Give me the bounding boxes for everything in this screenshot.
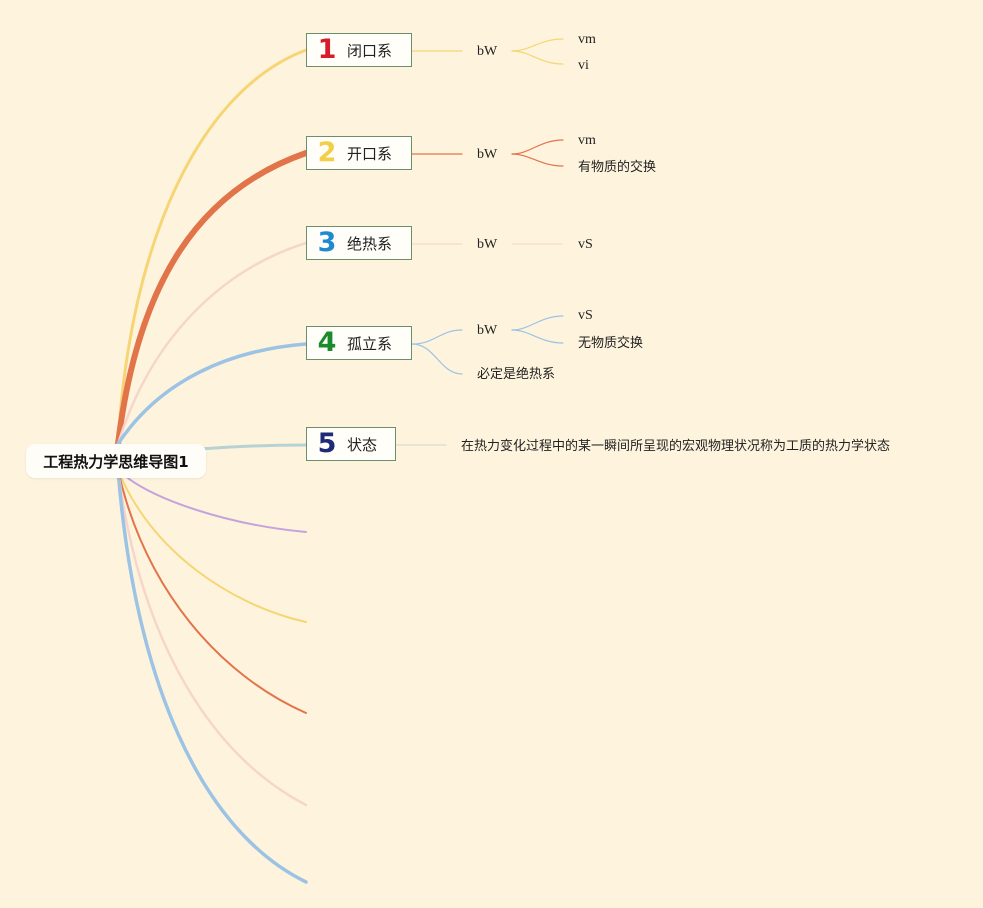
empty-branch-link [117, 469, 307, 623]
branch-node-5[interactable]: 5 状态 [306, 427, 396, 461]
branch-link-2 [115, 150, 309, 447]
leaf-node[interactable]: vS [578, 237, 593, 252]
branch-number-1: 1 [317, 34, 337, 65]
branch-node-1[interactable]: 1 闭口系 [306, 33, 412, 67]
subnode[interactable]: 必定是绝热系 [477, 367, 556, 382]
empty-branch-link [116, 468, 308, 807]
empty-branch-link [117, 469, 307, 714]
branch-label-5: 状态 [347, 435, 378, 454]
branch-link-4 [116, 342, 308, 446]
leaf-node[interactable]: 无物质交换 [578, 336, 644, 351]
branch-node-4[interactable]: 4 孤立系 [306, 326, 412, 360]
branch-number-2: 2 [317, 137, 337, 168]
branch-label-4: 孤立系 [347, 334, 393, 353]
subnode-definition[interactable]: 在热力变化过程中的某一瞬间所呈现的宏观物理状况称为工质的热力学状态 [461, 439, 891, 454]
subnode-bw[interactable]: bW [477, 323, 498, 338]
leaf-link [511, 50, 564, 65]
branch-link-3 [116, 241, 308, 446]
branch-node-2[interactable]: 2 开口系 [306, 136, 412, 170]
leaf-node[interactable]: 有物质的交换 [578, 160, 657, 175]
leaf-node[interactable]: vm [578, 32, 596, 47]
subnode-bw[interactable]: bW [477, 147, 498, 162]
sub-link [411, 329, 463, 345]
empty-branch-link [116, 468, 308, 884]
branch-label-2: 开口系 [347, 144, 393, 163]
branch-number-3: 3 [317, 227, 337, 258]
branch-number-5: 5 [317, 428, 337, 459]
branch-link-1 [116, 48, 308, 446]
subnode-bw[interactable]: bW [477, 237, 498, 252]
branch-link-5 [198, 443, 308, 451]
sub-link [411, 343, 463, 375]
root-node[interactable]: 工程热力学思维导图1 [26, 444, 206, 478]
branch-node-3[interactable]: 3 绝热系 [306, 226, 412, 260]
leaf-link [511, 139, 564, 155]
leaf-link [511, 329, 564, 344]
leaf-link [511, 38, 564, 52]
subnode-bw[interactable]: bW [477, 44, 498, 59]
leaf-node[interactable]: vi [578, 58, 589, 73]
leaf-node[interactable]: vS [578, 308, 593, 323]
leaf-link [511, 153, 564, 167]
empty-branch-link [117, 469, 307, 533]
branch-label-1: 闭口系 [347, 41, 393, 60]
branch-label-3: 绝热系 [347, 234, 393, 253]
branch-number-4: 4 [317, 327, 337, 358]
leaf-node[interactable]: vm [578, 133, 596, 148]
leaf-link [511, 315, 564, 331]
root-label: 工程热力学思维导图1 [43, 452, 189, 471]
